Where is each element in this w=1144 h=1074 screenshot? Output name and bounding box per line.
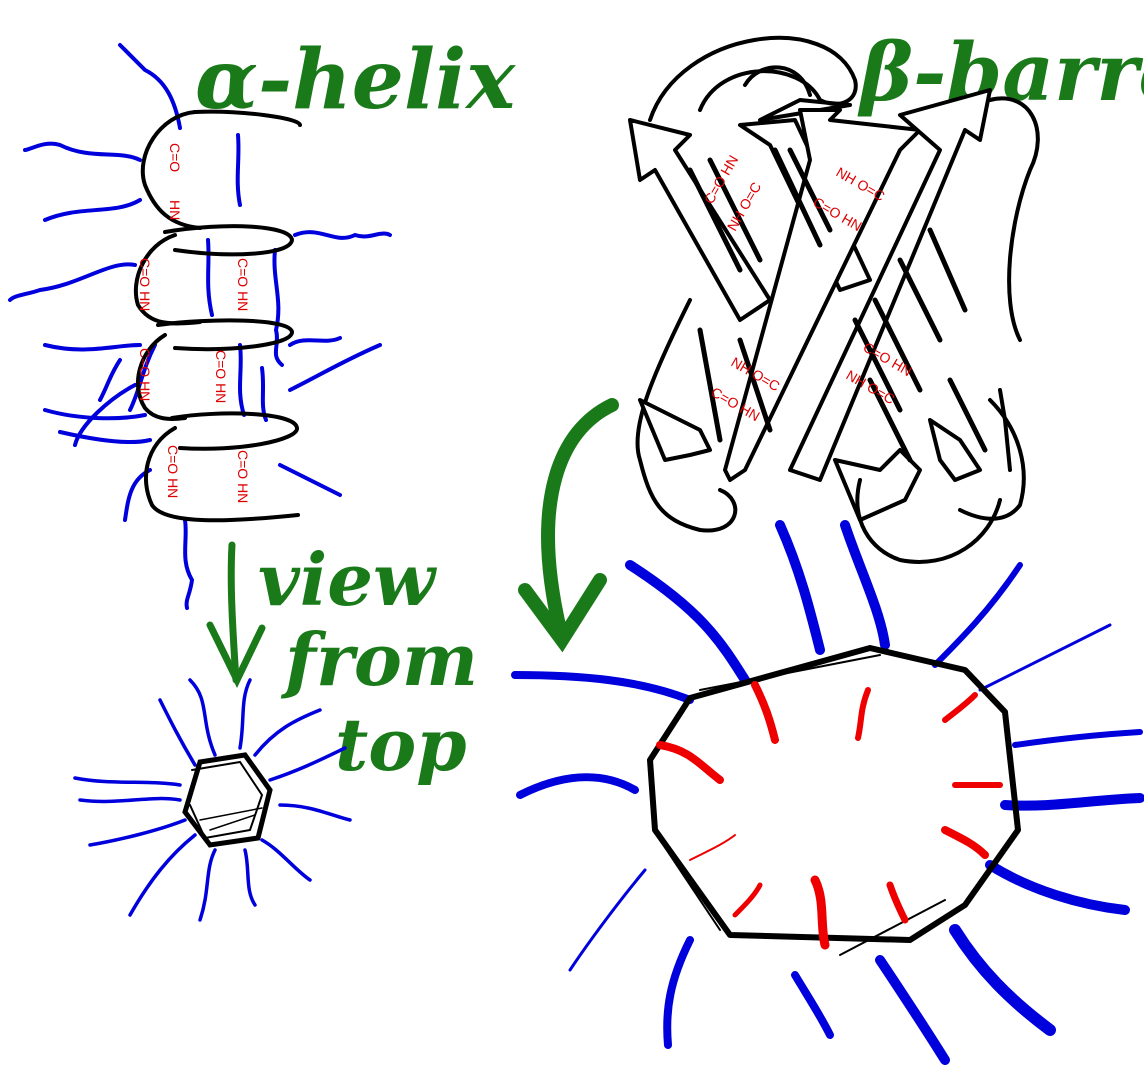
helix-label-4: C=O HN: [235, 258, 251, 311]
view-text: view: [258, 537, 438, 622]
barrel-label-1: C=O HN: [701, 152, 742, 206]
barrel-view-arrow: [525, 405, 612, 640]
helix-top-backbone: [185, 755, 270, 845]
beta-barrel-title: β-barrel: [857, 25, 1144, 119]
helix-side-chains: [10, 45, 390, 608]
from-text: from: [280, 617, 478, 702]
helix-label-7: C=O HN: [165, 445, 181, 498]
helix-top-view: [75, 680, 350, 920]
beta-barrel: C=O HN NH O=C NH O=C C=O HN NH O=C C=O H…: [630, 38, 1038, 562]
view-from-top-arrow: [210, 545, 262, 680]
helix-top-side-chains: [75, 680, 350, 920]
barrel-top-side-chains: [515, 525, 1140, 1060]
barrel-top-view: [515, 525, 1140, 1060]
helix-label-6: C=O HN: [213, 350, 229, 403]
helix-backbone: [136, 112, 300, 521]
helix-label-8: C=O HN: [235, 450, 251, 503]
helix-label-1: C=O: [167, 143, 183, 172]
alpha-helix: C=O HN C=O HN C=O HN C=O HN C=O HN C=O H…: [10, 45, 390, 608]
helix-label-2: HN: [167, 200, 183, 220]
barrel-strands: [630, 38, 1038, 562]
barrel-top-backbone: [650, 648, 1018, 955]
helix-label-5: C=O HN: [137, 348, 153, 401]
helix-label-3: C=O HN: [137, 258, 153, 311]
top-text: top: [335, 702, 467, 787]
